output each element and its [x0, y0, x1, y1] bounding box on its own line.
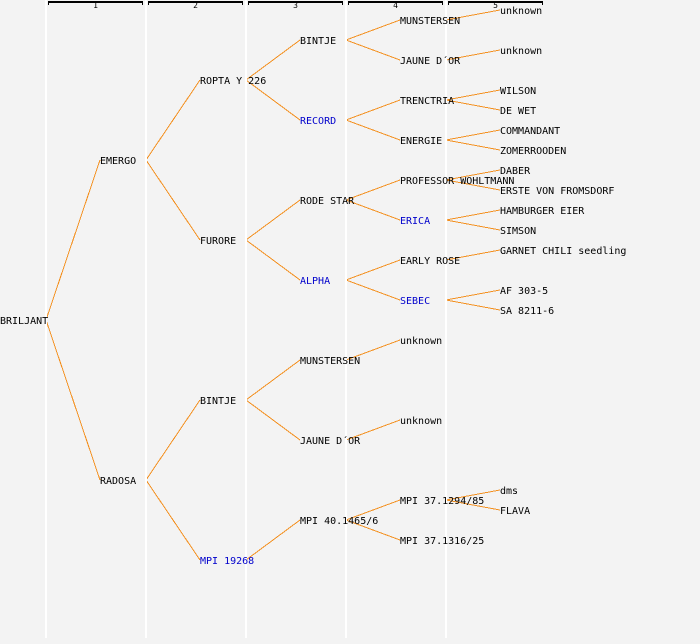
ancestor-label: RODE STAR	[300, 196, 355, 207]
pedigree-connector	[445, 499, 501, 511]
column-separator	[445, 0, 447, 638]
ancestor-label: SIMSON	[500, 226, 537, 237]
ancestor-label: BINTJE	[300, 36, 337, 47]
pedigree-connector	[145, 479, 201, 561]
ancestor-label: unknown	[400, 416, 443, 427]
ancestor-label: SA 8211-6	[500, 306, 555, 317]
ancestor-label[interactable]: ALPHA	[300, 276, 331, 287]
pedigree-connector	[345, 199, 401, 221]
ancestor-label: GARNET CHILI seedling	[500, 246, 627, 257]
pedigree-connector	[145, 159, 201, 241]
pedigree-connector	[45, 159, 101, 321]
generation-number: 3	[293, 1, 298, 10]
ancestor-label: RADOSA	[100, 476, 137, 487]
column-separator	[45, 0, 47, 638]
ancestor-label: BINTJE	[200, 396, 237, 407]
pedigree-connector	[45, 319, 101, 481]
pedigree-connector	[445, 299, 501, 311]
ancestor-label: unknown	[500, 6, 543, 17]
ancestor-label: FURORE	[200, 236, 237, 247]
pedigree-connector	[445, 179, 501, 191]
pedigree-connector	[345, 179, 401, 201]
generation-bracket	[248, 1, 343, 5]
generation-number: 1	[93, 1, 98, 10]
pedigree-connector	[445, 209, 501, 221]
pedigree-connector	[345, 99, 401, 121]
ancestor-label[interactable]: ERICA	[400, 216, 431, 227]
pedigree-connector	[145, 399, 201, 481]
pedigree-connector	[245, 199, 301, 241]
ancestor-label: WILSON	[500, 86, 537, 97]
pedigree-connector	[445, 489, 501, 501]
generation-number: 5	[493, 1, 498, 10]
generation-bracket	[348, 1, 443, 5]
pedigree-connector	[345, 279, 401, 301]
ancestor-label: MPI 37.1316/25	[400, 536, 485, 547]
column-separator	[145, 0, 147, 638]
column-separator	[245, 0, 247, 638]
ancestor-label: ERSTE VON FROMSDORF	[500, 186, 615, 197]
pedigree-connector	[445, 169, 501, 181]
ancestor-label: JAUNE D´OR	[300, 436, 361, 447]
ancestor-label: FLAVA	[500, 506, 531, 517]
pedigree-connector	[345, 339, 401, 361]
ancestor-label: ENERGIE	[400, 136, 443, 147]
ancestor-label: AF 303-5	[500, 286, 549, 297]
ancestor-label: unknown	[400, 336, 443, 347]
ancestor-label[interactable]: MPI 19268	[200, 556, 255, 567]
ancestor-label[interactable]: SEBEC	[400, 296, 431, 307]
ancestor-label: MPI 37.1294/85	[400, 496, 485, 507]
ancestor-label: EARLY ROSE	[400, 256, 461, 267]
pedigree-connector	[345, 19, 401, 41]
pedigree-connector	[445, 9, 501, 21]
ancestor-label: JAUNE D´OR	[400, 56, 461, 67]
pedigree-connector	[345, 419, 401, 441]
ancestor-label: DE WET	[500, 106, 537, 117]
pedigree-connector	[445, 249, 501, 261]
root-variety-label: BRILJANT	[0, 316, 49, 327]
ancestor-label[interactable]: RECORD	[300, 116, 337, 127]
pedigree-connector	[445, 89, 501, 101]
ancestor-label: DABER	[500, 166, 531, 177]
ancestor-label: PROFESSOR WOHLTMANN	[400, 176, 515, 187]
pedigree-connector	[345, 119, 401, 141]
pedigree-connector	[245, 519, 301, 561]
column-separator	[345, 0, 347, 638]
generation-bracket	[448, 1, 543, 5]
generation-bracket	[148, 1, 243, 5]
generation-bracket	[48, 1, 143, 5]
ancestor-label: unknown	[500, 46, 543, 57]
ancestor-label: EMERGO	[100, 156, 137, 167]
pedigree-connector	[445, 139, 501, 151]
pedigree-connector	[445, 129, 501, 141]
pedigree-connector	[445, 99, 501, 111]
ancestor-label: dms	[500, 486, 519, 497]
pedigree-connector	[245, 359, 301, 401]
pedigree-connector	[345, 259, 401, 281]
ancestor-label: MUNSTERSEN	[300, 356, 361, 367]
pedigree-connector	[345, 519, 401, 541]
generation-number: 4	[393, 1, 398, 10]
pedigree-connector	[345, 499, 401, 521]
ancestor-label: HAMBURGER EIER	[500, 206, 585, 217]
pedigree-connector	[245, 399, 301, 441]
ancestor-label: MPI 40.1465/6	[300, 516, 379, 527]
pedigree-connector	[345, 39, 401, 61]
ancestor-label: COMMANDANT	[500, 126, 561, 137]
pedigree-connector	[145, 79, 201, 161]
pedigree-connector	[245, 79, 301, 121]
pedigree-connector	[245, 239, 301, 281]
pedigree-connector	[245, 39, 301, 81]
ancestor-label: TRENCTRIA	[400, 96, 455, 107]
pedigree-connector	[445, 289, 501, 301]
pedigree-connector	[445, 49, 501, 61]
ancestor-label: ROPTA Y 226	[200, 76, 267, 87]
pedigree-connector	[445, 219, 501, 231]
ancestor-label: MUNSTERSEN	[400, 16, 461, 27]
ancestor-label: ZOMERROODEN	[500, 146, 567, 157]
generation-number: 2	[193, 1, 198, 10]
